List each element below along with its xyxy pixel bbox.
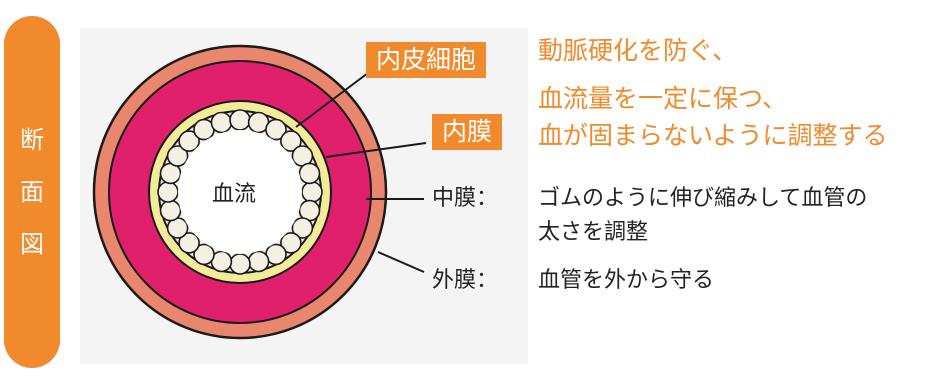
section-tab: 断 面 図: [4, 16, 60, 368]
media-description-line2: 太さを調整: [538, 220, 649, 245]
endothelial-cells-icon: [157, 109, 323, 275]
adventitia-description-line1: 血管を外から守る: [538, 268, 715, 293]
lumen-label: 血流: [212, 182, 257, 207]
adventitia-term: 外膜：: [432, 266, 498, 296]
endothelial-cell: [229, 109, 251, 131]
media-description-line1: ゴムのように伸び縮みして血管の: [538, 186, 868, 211]
adventitia-colon: ：: [476, 268, 499, 293]
media-term: 中膜：: [432, 184, 498, 214]
intima-pointer: [325, 142, 427, 158]
endothelial-cell: [210, 111, 233, 134]
intima-description-line1: 動脈硬化を防ぐ、: [538, 36, 738, 65]
media-term-label: 中膜: [432, 186, 477, 211]
endothelial-cell: [301, 181, 323, 203]
endothelial-cell: [193, 243, 215, 266]
endothelial-cell: [229, 253, 251, 275]
endothelium-pointer: [295, 69, 373, 128]
endothelial-cell: [166, 145, 189, 167]
endothelial-cell: [178, 232, 200, 254]
endothelial-cell: [280, 130, 302, 152]
intima-description-line3: 血が固まらないように調整する: [538, 121, 888, 150]
section-tab-char-1: 断: [20, 126, 44, 154]
section-tab-char-3: 図: [20, 230, 44, 258]
endothelial-cell: [159, 199, 182, 222]
endothelial-cell: [157, 181, 179, 203]
media-colon: ：: [476, 186, 499, 211]
endothelial-cell: [247, 250, 270, 273]
endothelial-cell-tag: 内皮細胞: [366, 42, 487, 78]
adventitia-term-label: 外膜: [432, 268, 477, 293]
intima-description-line2: 血流量を一定に保つ、: [538, 84, 788, 113]
endothelial-cell: [265, 118, 287, 141]
endothelial-cell: [280, 232, 302, 254]
endothelial-cell: [291, 217, 314, 239]
adventitia-pointer: [377, 251, 425, 273]
intima-tag: 内膜: [432, 114, 503, 150]
endothelial-cell: [178, 130, 200, 152]
endothelial-cell: [298, 162, 321, 185]
lumen-core: [178, 130, 302, 254]
section-tab-char-2: 面: [20, 178, 44, 206]
